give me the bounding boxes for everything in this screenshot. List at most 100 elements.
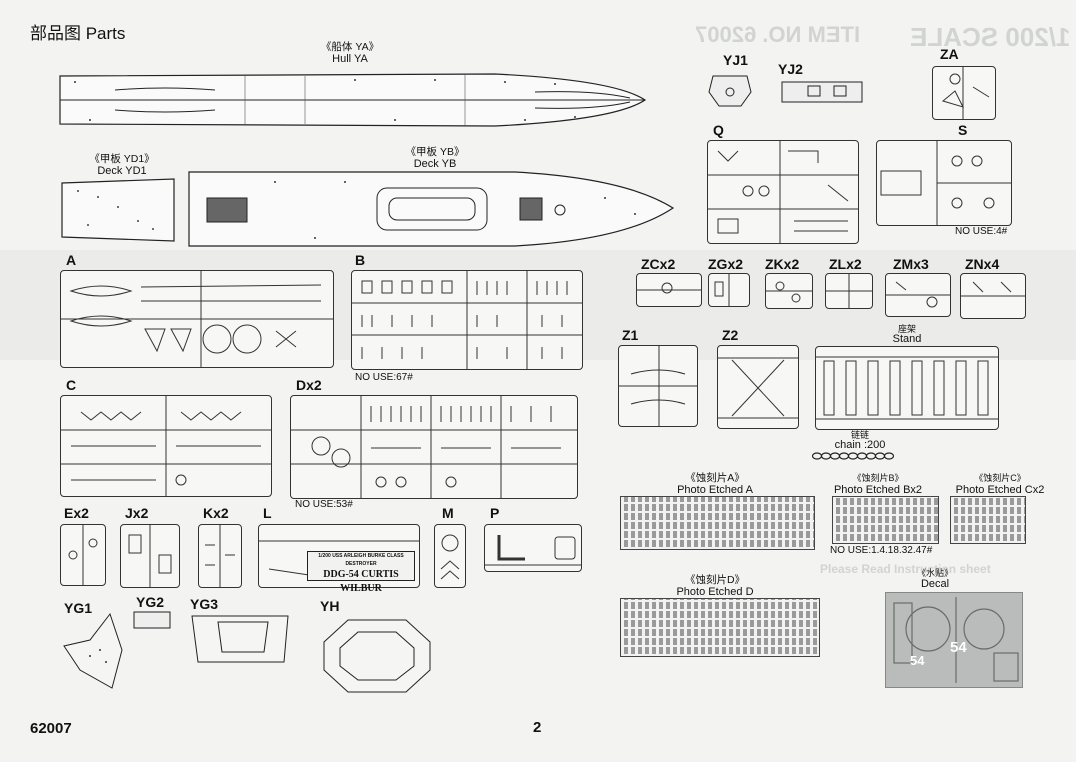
sprue-zkx2 [765, 273, 813, 309]
photo-etched-c [950, 496, 1026, 544]
sprue-ex2-label: Ex2 [64, 505, 89, 521]
sprue-z2 [717, 345, 799, 429]
pe-c-caption: Photo Etched Cx2 [955, 484, 1045, 496]
sprue-l: 1/200 USS ARLEIGH BURKE CLASS DESTROYER … [258, 524, 420, 594]
deck-yd1-drawing [61, 178, 175, 242]
sprue-zcx2 [636, 273, 702, 307]
chain-drawing [811, 452, 895, 460]
sprue-z1 [618, 345, 698, 427]
sprue-dx2-label: Dx2 [296, 377, 322, 393]
hull-ya-caption: Hull YA [332, 53, 368, 65]
deck-yb-drawing [188, 171, 675, 247]
sprue-b-no-use-note: NO USE:67# [355, 372, 413, 383]
stand-caption-cn: 座架 [897, 324, 916, 334]
sprue-p [484, 524, 582, 572]
sprue-c [60, 395, 272, 497]
sprue-kx2 [198, 524, 242, 588]
decal-number-1: 54 [910, 653, 925, 668]
sprue-zmx3 [885, 273, 951, 317]
ghost-scale-text: 1/200 SCALE [910, 22, 1071, 52]
part-yg3-drawing [191, 615, 289, 663]
decal-sheet: 54 54 [885, 592, 1023, 688]
sprue-yg2-label: YG2 [136, 594, 165, 610]
page-title: 部品图 Parts [30, 24, 126, 43]
part-yh-drawing [323, 619, 431, 693]
sprue-stand [815, 346, 999, 430]
part-yg2-drawing [133, 611, 171, 629]
sprue-znx4 [960, 273, 1026, 319]
ghost-notice-text: Please Read Instruction sheet [820, 562, 991, 576]
pe-a-caption-cn: 《蚀刻片A》 [685, 472, 745, 484]
photo-etched-b [832, 496, 939, 544]
photo-etched-a [620, 496, 815, 550]
sprue-yh-label: YH [320, 598, 340, 614]
pe-d-caption-cn: 《蚀刻片D》 [684, 574, 746, 586]
decal-number-2: 54 [950, 639, 967, 656]
nameplate: 1/200 USS ARLEIGH BURKE CLASS DESTROYER … [307, 551, 415, 594]
sprue-b [351, 270, 583, 370]
sprue-s [876, 140, 1012, 226]
stand-caption: Stand [892, 333, 922, 345]
sprue-c-label: C [66, 377, 77, 393]
sprue-q [707, 140, 859, 244]
sprue-s-label: S [958, 122, 968, 138]
photo-etched-d [620, 598, 820, 657]
sprue-dx2 [290, 395, 578, 499]
chain-caption-cn: 链链 [850, 430, 869, 440]
sprue-zlx2 [825, 273, 873, 309]
sprue-m [434, 524, 466, 588]
hull-ya-drawing [59, 73, 647, 127]
deck-yd1-caption: Deck YD1 [97, 165, 147, 177]
nameplate-line1: 1/200 USS ARLEIGH BURKE CLASS DESTROYER [318, 553, 404, 567]
ghost-item-text: ITEM NO. 62007 [695, 22, 861, 47]
part-yg1-drawing [63, 612, 123, 689]
nameplate-line2: DDG-54 CURTIS WILBUR [323, 569, 399, 594]
deck-yb-caption: Deck YB [413, 158, 457, 170]
sprue-l-label: L [263, 505, 272, 521]
pe-d-caption: Photo Etched D [676, 586, 754, 598]
sprue-a [60, 270, 334, 368]
sprue-dx2-no-use-note: NO USE:53# [295, 499, 353, 510]
chain-caption: chain :200 [834, 439, 886, 451]
pe-b-caption-cn: 《蚀刻片B》 [852, 473, 904, 483]
sprue-yj2-label: YJ2 [778, 61, 803, 77]
decal-caption: Decal [920, 578, 950, 590]
sprue-yg1-label: YG1 [64, 600, 93, 616]
pe-a-caption: Photo Etched A [677, 484, 753, 496]
decal-caption-cn: 《水贴》 [916, 568, 953, 578]
sprue-z2-label: Z2 [722, 327, 739, 343]
deck-yd1-caption-cn: 《甲板 YD1》 [89, 153, 155, 165]
sprue-a-label: A [66, 252, 77, 268]
sprue-zlx2-label: ZLx2 [829, 256, 862, 272]
pe-b-caption: Photo Etched Bx2 [833, 484, 923, 496]
part-yj1-drawing [708, 75, 752, 107]
sprue-s-no-use-note: NO USE:4# [955, 226, 1008, 237]
sprue-yg3-label: YG3 [190, 596, 219, 612]
sprue-q-label: Q [713, 122, 724, 138]
sprue-jx2-label: Jx2 [125, 505, 149, 521]
sprue-za [932, 66, 996, 120]
sprue-p-label: P [490, 505, 500, 521]
sprue-zcx2-label: ZCx2 [641, 256, 676, 272]
sprue-b-label: B [355, 252, 366, 268]
pe-b-no-use-note: NO USE:1.4.18.32.47# [830, 545, 933, 556]
part-yj2-drawing [781, 81, 863, 103]
sprue-jx2 [120, 524, 180, 588]
sprue-kx2-label: Kx2 [203, 505, 229, 521]
sprue-za-label: ZA [940, 46, 959, 62]
sprue-m-label: M [442, 505, 454, 521]
sprue-yj1-label: YJ1 [723, 52, 748, 68]
sprue-z1-label: Z1 [622, 327, 639, 343]
sprue-zmx3-label: ZMx3 [893, 256, 929, 272]
sprue-zgx2 [708, 273, 750, 307]
footer-page-number: 2 [533, 719, 542, 736]
sprue-zkx2-label: ZKx2 [765, 256, 800, 272]
deck-yb-caption-cn: 《甲板 YB》 [405, 146, 465, 158]
footer-item-number: 62007 [30, 720, 72, 737]
sprue-znx4-label: ZNx4 [965, 256, 1000, 272]
sprue-zgx2-label: ZGx2 [708, 256, 744, 272]
pe-c-caption-cn: 《蚀刻片C》 [974, 473, 1026, 483]
sprue-ex2 [60, 524, 106, 586]
hull-ya-caption-cn: 《船体 YA》 [320, 41, 380, 53]
